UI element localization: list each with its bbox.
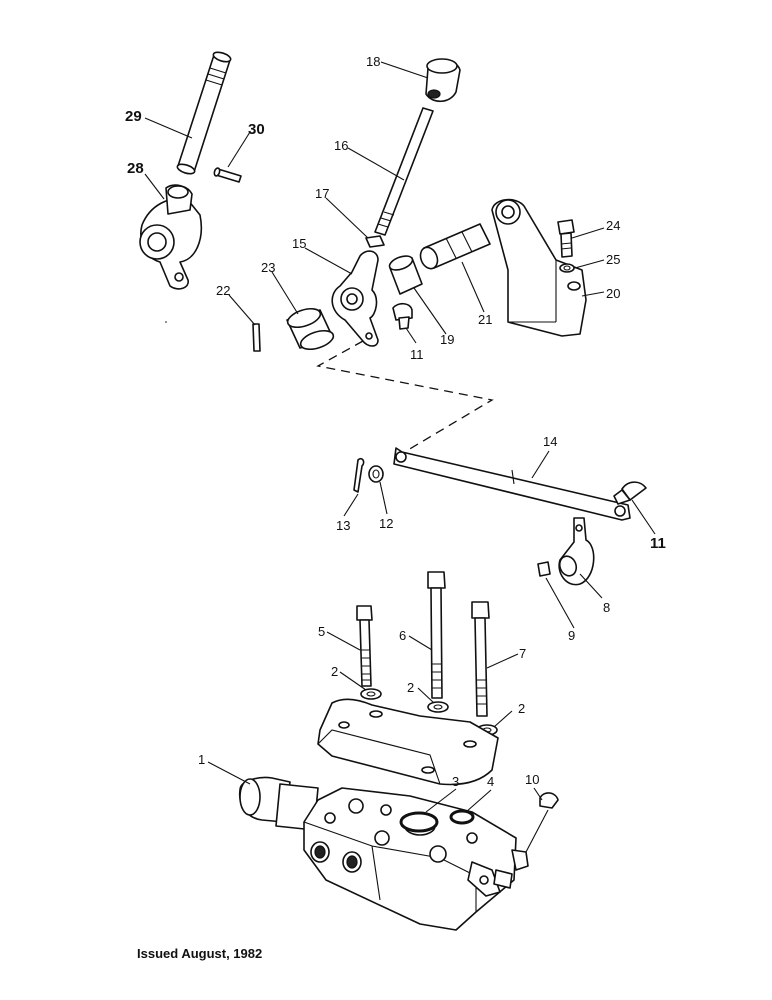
part-29-pin — [176, 51, 232, 175]
callout-19: 19 — [440, 332, 454, 347]
linkage-dashed-line — [316, 340, 494, 451]
part-6-bolt — [427, 571, 446, 699]
callout-4: 4 — [487, 774, 494, 789]
callout-5: 5 — [318, 624, 325, 639]
callout-29: 29 — [125, 108, 142, 125]
callout-22: 22 — [216, 283, 230, 298]
part-1-valve-body — [238, 776, 529, 931]
callout-1: 1 — [198, 752, 205, 767]
part-20-bracket — [491, 198, 587, 337]
callout-21: 21 — [478, 312, 492, 327]
part-24-bolt — [557, 219, 575, 258]
callout-2: 2 — [331, 664, 338, 679]
part-11-bolt-upper — [392, 302, 413, 330]
part-5-bolt — [356, 605, 373, 687]
callout-12: 12 — [379, 516, 393, 531]
part-4-o-ring — [449, 809, 475, 825]
part-12-washer — [368, 465, 384, 483]
callout-25: 25 — [606, 252, 620, 267]
callout-7: 7 — [519, 646, 526, 661]
part-19-bush — [388, 255, 423, 295]
callout-14: 14 — [543, 434, 557, 449]
callout-28: 28 — [127, 160, 144, 177]
cover-plate — [317, 698, 499, 786]
part-18-knob — [425, 58, 461, 103]
part-14-link-rod — [393, 447, 631, 521]
callout-15: 15 — [292, 236, 306, 251]
part-23-bush — [286, 307, 335, 351]
part-9-grub-screw — [537, 561, 551, 577]
part-17-nut — [365, 235, 385, 248]
callout-16: 16 — [334, 138, 348, 153]
callout-3: 3 — [452, 774, 459, 789]
part-25-washer — [559, 263, 575, 273]
callout-18: 18 — [366, 54, 380, 69]
part-7-bolt — [471, 601, 490, 717]
callout-2: 2 — [518, 701, 525, 716]
part-22-roll-pin — [252, 323, 261, 352]
part-11-clevis-pin-right — [613, 481, 647, 505]
part-28-lever-boss — [139, 184, 202, 323]
callout-11: 11 — [410, 347, 424, 362]
callout-6: 6 — [399, 628, 406, 643]
part-2-washers — [360, 688, 498, 736]
part-10-plug — [539, 792, 559, 809]
callout-10: 10 — [525, 772, 539, 787]
callout-labels: 1 2 2 2 3 4 5 6 7 8 9 10 11 11 12 13 14 … — [125, 54, 666, 789]
callout-2: 2 — [407, 680, 414, 695]
callout-17: 17 — [315, 186, 329, 201]
callout-24: 24 — [606, 218, 620, 233]
callout-23: 23 — [261, 260, 275, 275]
part-15-lever — [331, 250, 379, 347]
leader-lines — [144, 61, 656, 853]
callout-11: 11 — [650, 535, 666, 552]
part-3-o-ring — [399, 811, 439, 833]
part-30-small-pin — [213, 167, 242, 183]
callout-13: 13 — [336, 518, 350, 533]
part-21-shaft — [419, 223, 491, 270]
part-13-split-pin — [353, 457, 365, 493]
callout-8: 8 — [603, 600, 610, 615]
part-8-clevis — [558, 517, 595, 586]
callout-9: 9 — [568, 628, 575, 643]
callout-20: 20 — [606, 286, 620, 301]
issued-date-footer: Issued August, 1982 — [137, 946, 263, 961]
part-16-lever-rod — [374, 107, 434, 236]
callout-30: 30 — [248, 121, 265, 138]
